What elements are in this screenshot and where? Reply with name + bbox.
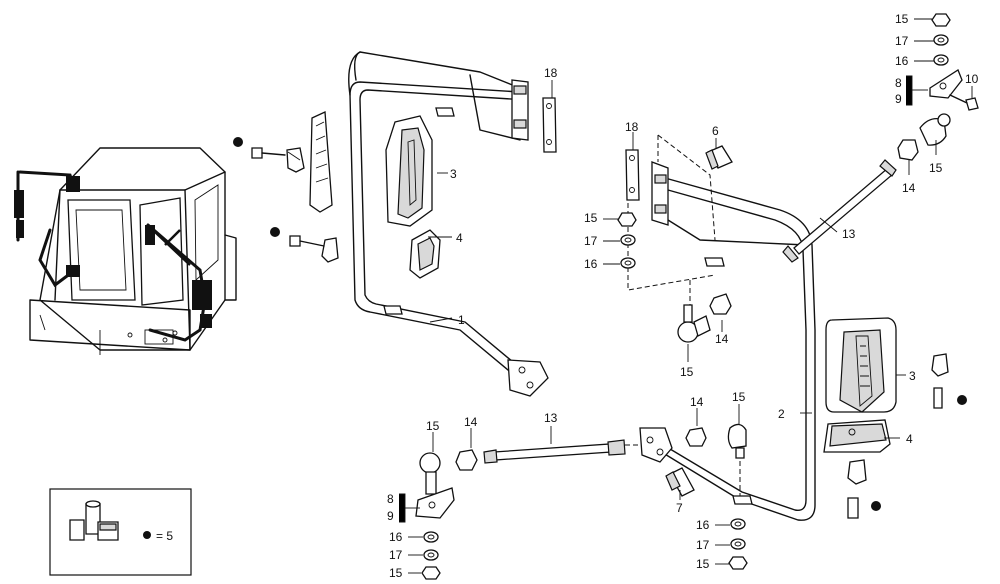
leader-lines	[399, 75, 973, 523]
ball-joint-upper-right	[897, 69, 979, 161]
legend-bullet	[143, 531, 151, 539]
clip-upper-right	[931, 353, 949, 409]
callout-9: 9	[895, 92, 902, 106]
callout-9: 9	[387, 509, 394, 523]
callout-17: 17	[696, 538, 710, 552]
callout-6: 6	[712, 124, 719, 138]
ball-joint-lower-left	[415, 449, 478, 519]
callout-4: 4	[906, 432, 913, 446]
rod-13-lower	[483, 439, 626, 464]
nut-washer-stack-right	[617, 212, 637, 269]
nut-washer-stack-lower-right	[728, 518, 748, 570]
callout-14: 14	[464, 415, 478, 429]
callout-2: 2	[778, 407, 785, 421]
callout-15: 15	[895, 12, 909, 26]
rod-13-upper	[782, 159, 897, 263]
clip-lower-right	[847, 459, 867, 519]
callout-15: 15	[696, 557, 710, 571]
bullet-marker	[957, 395, 967, 405]
bolt-7	[665, 467, 695, 497]
small-mirror-left	[409, 229, 441, 279]
callout-15: 15	[584, 211, 598, 225]
callout-7: 7	[676, 501, 683, 515]
cab-illustration	[14, 147, 237, 355]
callout-14: 14	[902, 181, 916, 195]
clip-lower-left	[289, 235, 339, 263]
callout-15: 15	[929, 161, 943, 175]
legend-box: = 5	[49, 488, 192, 576]
legend-equals-text: = 5	[156, 529, 173, 543]
callout-3: 3	[450, 167, 457, 181]
bolt-6	[705, 145, 733, 170]
callout-13: 13	[842, 227, 856, 241]
callout-15: 15	[426, 419, 440, 433]
callout-16: 16	[389, 530, 403, 544]
callout-16: 16	[895, 54, 909, 68]
callout-1: 1	[458, 313, 465, 327]
nut-washer-stack-top-right	[931, 13, 951, 66]
callout-15: 15	[732, 390, 746, 404]
mirror-arm-right	[639, 161, 816, 521]
callout-14: 14	[690, 395, 704, 409]
callout-17: 17	[895, 34, 909, 48]
callout-15: 15	[680, 365, 694, 379]
ball-joint-middle	[677, 293, 732, 343]
mirror-arm-left	[348, 51, 549, 397]
callout-14: 14	[715, 332, 729, 346]
callout-16: 16	[584, 257, 598, 271]
small-mirror-right	[823, 419, 891, 453]
callout-13: 13	[544, 411, 558, 425]
bullet-marker	[233, 137, 243, 147]
mirror-head-left	[385, 115, 433, 227]
bracket-18-right	[625, 149, 640, 201]
callout-18: 18	[544, 66, 558, 80]
bullet-marker	[871, 501, 881, 511]
bullet-marker	[270, 227, 280, 237]
callout-4: 4	[456, 231, 463, 245]
callout-8: 8	[895, 76, 902, 90]
callout-17: 17	[584, 234, 598, 248]
mirror-head-right	[825, 317, 897, 413]
callout-16: 16	[696, 518, 710, 532]
callout-15: 15	[389, 566, 403, 580]
nut-washer-stack-lower-left	[421, 531, 441, 580]
legend-parts-icon	[69, 500, 119, 541]
bracket-18-left	[542, 97, 557, 153]
ball-joint-lower-middle	[685, 423, 747, 459]
callout-8: 8	[387, 492, 394, 506]
callout-3: 3	[909, 369, 916, 383]
callout-labels: 1 2 3 4 3 4 13 13 18 18 6 15 17 16 15 17…	[387, 12, 979, 580]
callout-18: 18	[625, 120, 639, 134]
clip-upper-left	[251, 111, 333, 213]
callout-10: 10	[965, 72, 979, 86]
callout-17: 17	[389, 548, 403, 562]
